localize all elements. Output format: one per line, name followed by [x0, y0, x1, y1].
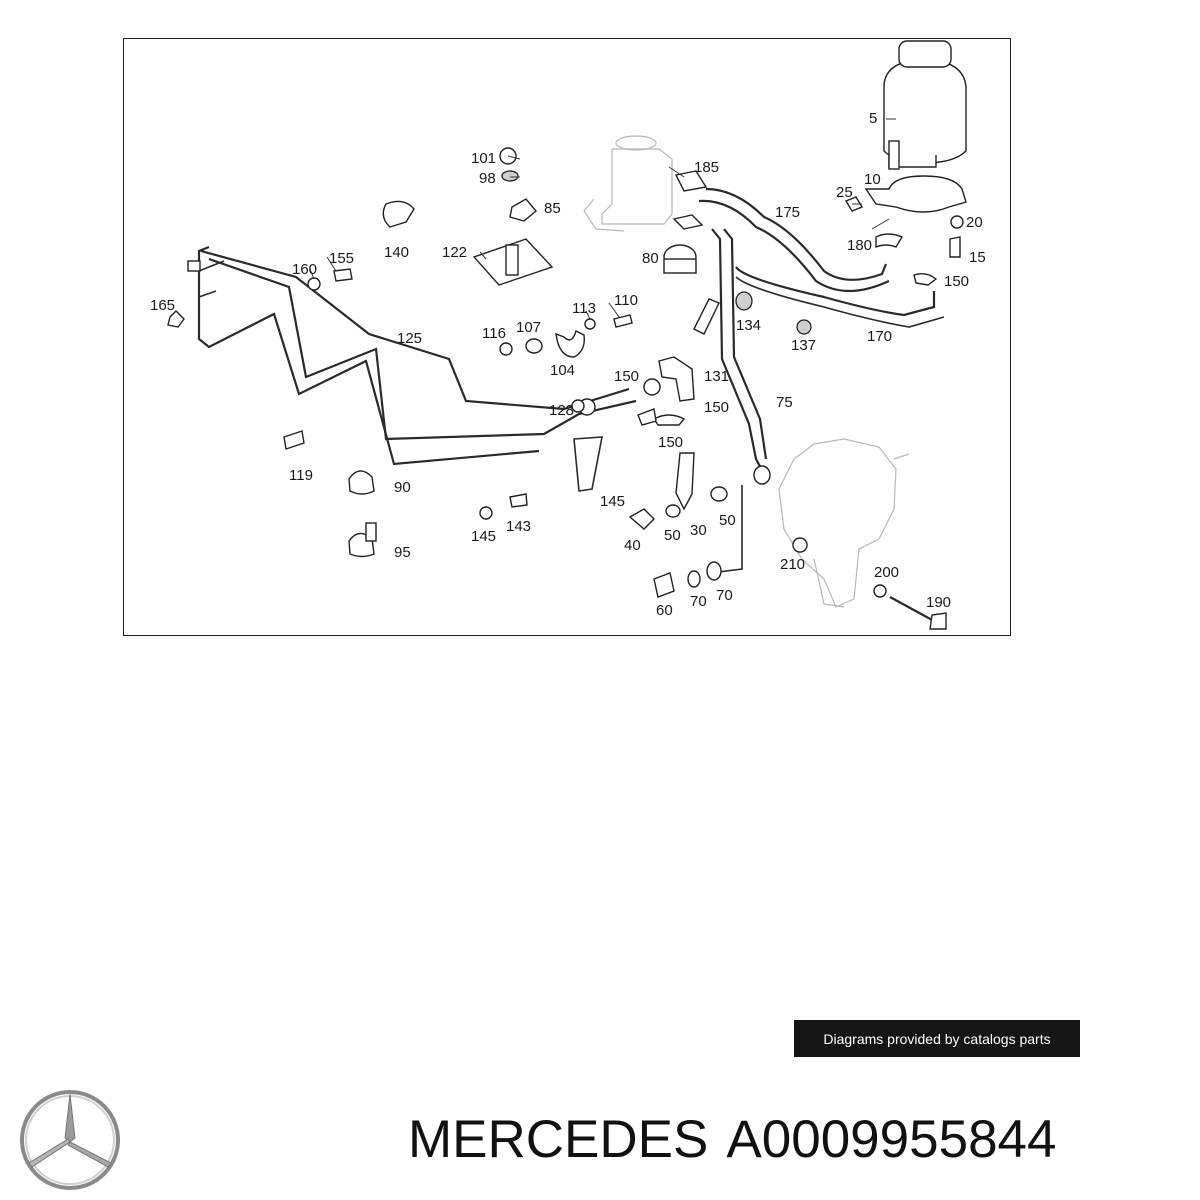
pump-silhouette	[583, 135, 673, 232]
label-110: 110	[614, 292, 638, 309]
label-98: 98	[479, 170, 496, 187]
hose-175	[698, 187, 890, 292]
label-101: 101	[471, 150, 496, 167]
reservoir	[864, 40, 967, 213]
label-25: 25	[836, 184, 853, 201]
small-parts	[167, 147, 964, 630]
label-85: 85	[544, 200, 561, 217]
label-116: 116	[482, 325, 506, 342]
cooler-pipe	[187, 245, 637, 492]
label-134: 134	[736, 317, 761, 334]
label-60: 60	[656, 602, 673, 619]
label-150-c: 150	[704, 399, 729, 416]
label-143: 143	[506, 518, 531, 535]
line-170	[735, 266, 945, 328]
label-5: 5	[869, 110, 877, 127]
label-150-b: 150	[614, 368, 639, 385]
label-10: 10	[864, 171, 881, 188]
label-70-b: 70	[716, 587, 733, 604]
label-200: 200	[874, 564, 899, 581]
label-90: 90	[394, 479, 411, 496]
label-20: 20	[966, 214, 983, 231]
label-128: 128	[549, 402, 574, 419]
label-140: 140	[384, 244, 409, 261]
label-155: 155	[329, 250, 354, 267]
label-119: 119	[289, 467, 313, 484]
label-145-a: 145	[600, 493, 625, 510]
diagram-credit-text: Diagrams provided by catalogs parts	[823, 1030, 1051, 1047]
label-95: 95	[394, 544, 411, 561]
hose-131	[658, 298, 720, 402]
label-150-d: 150	[658, 434, 683, 451]
label-125: 125	[397, 330, 422, 347]
label-113: 113	[572, 300, 596, 317]
label-70-a: 70	[690, 593, 707, 610]
label-150-a: 150	[944, 273, 969, 290]
part-number: A0009955844	[726, 1110, 1057, 1169]
label-131: 131	[704, 368, 729, 385]
label-40: 40	[624, 537, 641, 554]
label-50-b: 50	[719, 512, 736, 529]
label-175: 175	[775, 204, 800, 221]
steering-gear-silhouette	[778, 438, 910, 608]
label-165: 165	[150, 297, 175, 314]
label-50-a: 50	[664, 527, 681, 544]
label-137: 137	[791, 337, 816, 354]
diagram-drawing: 5 101 98 85 140 122 185 175 10 25 20 180…	[150, 40, 986, 630]
label-170: 170	[867, 328, 892, 345]
label-30: 30	[690, 522, 707, 539]
part-labels: 5 101 98 85 140 122 185 175 10 25 20 180…	[150, 110, 986, 619]
mercedes-star-logo-icon	[20, 1090, 120, 1190]
label-75: 75	[776, 394, 793, 411]
label-145-b: 145	[471, 528, 496, 545]
leader-lines	[309, 118, 896, 320]
parts-diagram: 5 101 98 85 140 122 185 175 10 25 20 180…	[123, 38, 1011, 636]
brand-part-line: MERCEDES A0009955844	[408, 1108, 1188, 1172]
label-160: 160	[292, 261, 317, 278]
label-180: 180	[847, 237, 872, 254]
label-190: 190	[926, 594, 951, 611]
label-210: 210	[780, 556, 805, 573]
label-15: 15	[969, 249, 986, 266]
label-80: 80	[642, 250, 659, 267]
hose-75	[711, 228, 771, 485]
label-122: 122	[442, 244, 467, 261]
brand-name: MERCEDES	[408, 1110, 709, 1169]
label-104: 104	[550, 362, 575, 379]
label-107: 107	[516, 319, 541, 336]
diagram-credit-badge: Diagrams provided by catalogs parts	[794, 1020, 1080, 1057]
label-185: 185	[694, 159, 719, 176]
